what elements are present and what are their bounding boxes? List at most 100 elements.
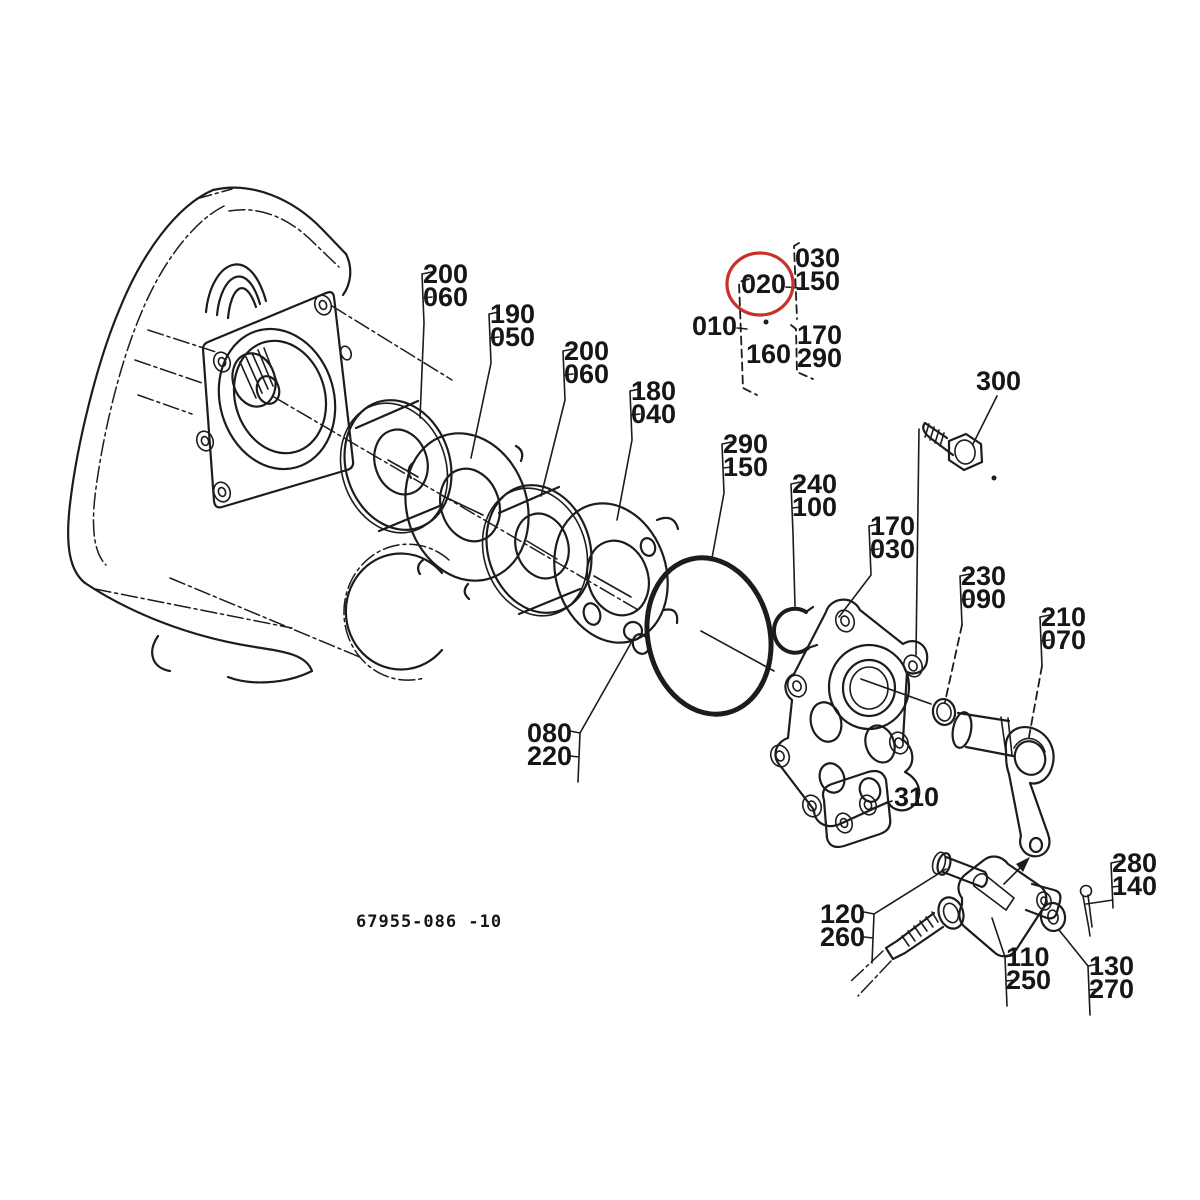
large-o-ring <box>644 555 775 717</box>
part-label-130-270: 130 270 <box>1089 951 1135 1004</box>
part-label-170-030: 170 030 <box>870 511 916 564</box>
leader-190-050 <box>470 311 500 459</box>
leader-180-040 <box>616 388 641 521</box>
part-number: 220 <box>527 741 573 771</box>
part-label-170-290: 170 290 <box>797 320 843 373</box>
leader-300 <box>972 395 998 445</box>
housing-bolt-holes <box>195 294 353 503</box>
part-number: 260 <box>820 922 866 952</box>
part-label-160: 160 <box>746 341 791 368</box>
part-number: 030 <box>870 534 916 564</box>
part-number: 280 <box>1112 848 1158 878</box>
part-number: 120 <box>820 899 866 929</box>
part-label-310: 310 <box>894 782 940 812</box>
bracket-230-090 <box>959 573 971 626</box>
gear-housing <box>67 186 641 684</box>
part-number: 070 <box>1041 625 1087 655</box>
part-number: 150 <box>795 266 841 296</box>
leader-210-070 <box>1028 665 1043 738</box>
pump-cover-plate <box>769 598 932 828</box>
part-label-300: 300 <box>976 366 1022 396</box>
part-number: 170 <box>870 511 916 541</box>
part-label-290-150: 290 150 <box>723 429 769 482</box>
drawing-number: 67955-086 -10 <box>356 912 503 932</box>
part-number: 210 <box>1041 602 1087 632</box>
highlight-circle-020 <box>725 251 795 317</box>
leader-280-140 <box>1085 860 1122 909</box>
part-label-240-100: 240 100 <box>792 469 838 522</box>
part-number: 030 <box>795 243 841 273</box>
part-label-120-260: 120 260 <box>820 899 866 952</box>
part-label-230-090: 230 090 <box>961 561 1007 614</box>
part-number: 310 <box>894 782 940 812</box>
part-number: 270 <box>1089 974 1135 1004</box>
link-plate <box>821 769 892 849</box>
leader-230-090 <box>944 624 963 703</box>
threaded-rod <box>848 911 945 997</box>
part-number: 200 <box>564 336 610 366</box>
part-number: 040 <box>631 399 677 429</box>
part-number: 140 <box>1112 871 1158 901</box>
part-label-210-070: 210 070 <box>1041 602 1087 655</box>
friction-disc <box>404 432 530 601</box>
clutch-plate-2 <box>481 484 593 617</box>
leader-130-270 <box>1058 929 1099 1016</box>
cotter-pin <box>1079 884 1093 937</box>
part-number: 200 <box>423 259 469 289</box>
leader-080-220 <box>569 642 632 783</box>
clevis-pin <box>931 851 989 889</box>
part-label-190-050: 190 050 <box>490 299 536 352</box>
leader-290-150 <box>711 441 733 559</box>
part-number: 080 <box>527 718 573 748</box>
part-number: 020 <box>741 269 787 299</box>
control-lever <box>951 711 1055 858</box>
cover-web-cutouts <box>809 701 896 803</box>
clevis <box>937 855 1062 958</box>
assembly-arrow <box>1003 857 1030 885</box>
part-label-200-060-b: 200 060 <box>564 336 610 389</box>
part-number: 290 <box>723 429 769 459</box>
part-label-200-060-a: 200 060 <box>423 259 469 312</box>
leader-200-060-a <box>419 271 433 419</box>
leader-200-060-b <box>540 348 574 497</box>
part-number: 170 <box>797 320 843 350</box>
part-label-180-040: 180 040 <box>631 376 677 429</box>
part-number: 300 <box>976 366 1022 396</box>
tick-010 <box>736 327 748 330</box>
part-number: 240 <box>792 469 838 499</box>
clutch-plate-1 <box>339 399 453 534</box>
part-label-010: 010 <box>692 313 737 340</box>
snap-ring <box>771 605 819 655</box>
leader-120-260 <box>863 868 947 964</box>
leader-110-250 <box>991 917 1016 1007</box>
leader-310 <box>870 800 893 810</box>
part-number: 150 <box>723 452 769 482</box>
part-label-110-250: 110 250 <box>1006 942 1052 995</box>
part-label-080-220: 080 220 <box>527 718 573 771</box>
bracket-210-070 <box>1039 614 1051 667</box>
part-number: 250 <box>1006 965 1052 995</box>
part-label-030-150: 030 150 <box>795 243 841 296</box>
part-number: 190 <box>490 299 536 329</box>
group-brackets <box>738 242 814 396</box>
washer <box>1039 901 1067 933</box>
part-number: 230 <box>961 561 1007 591</box>
part-number: 110 <box>1006 942 1050 972</box>
part-label-280-140: 280 140 <box>1112 848 1158 901</box>
small-o-ring <box>931 697 957 727</box>
part-number: 050 <box>490 322 536 352</box>
leader-170-030 <box>838 523 880 618</box>
leader-240-100 <box>790 481 802 607</box>
part-number: 130 <box>1089 951 1135 981</box>
part-number: 060 <box>423 282 469 312</box>
part-number: 090 <box>961 584 1007 614</box>
part-number: 060 <box>564 359 610 389</box>
part-label-020: 020 <box>741 269 787 299</box>
part-number: 180 <box>631 376 677 406</box>
part-number: 290 <box>797 343 843 373</box>
leader-lines <box>419 271 1122 1016</box>
steel-ball <box>622 620 644 642</box>
part-number: 100 <box>792 492 838 522</box>
